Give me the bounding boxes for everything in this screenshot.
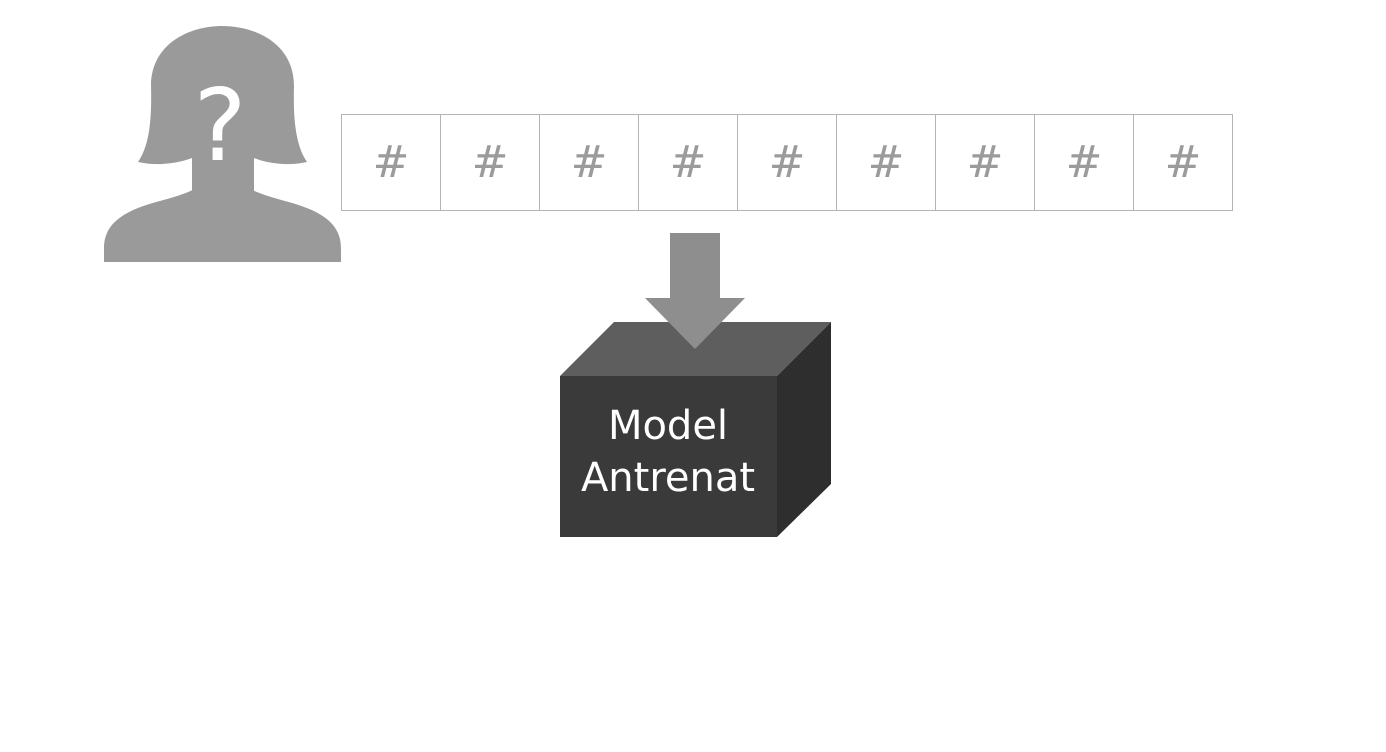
person-hair — [138, 26, 307, 165]
vector-cell: # — [540, 115, 639, 211]
vector-cell: # — [1035, 115, 1134, 211]
feature-vector: # # # # # # # # # — [341, 114, 1233, 211]
person-unknown-icon — [104, 26, 341, 262]
vector-cell: # — [837, 115, 936, 211]
vector-cell: # — [342, 115, 441, 211]
person-shoulders — [104, 181, 341, 262]
model-label-line1: Model — [607, 403, 729, 449]
model-label: Model Antrenat — [560, 400, 776, 504]
vector-cell: # — [738, 115, 837, 211]
vector-cell: # — [936, 115, 1035, 211]
model-box-side — [777, 322, 831, 537]
vector-cell: # — [639, 115, 738, 211]
vector-cell: # — [441, 115, 540, 211]
model-box-front — [560, 376, 777, 537]
model-box-top — [560, 322, 831, 376]
model-label-line2: Antrenat — [580, 455, 756, 501]
question-mark-icon: ? — [193, 67, 247, 184]
vector-cell: # — [1134, 115, 1233, 211]
arrow-down-icon — [645, 233, 745, 349]
